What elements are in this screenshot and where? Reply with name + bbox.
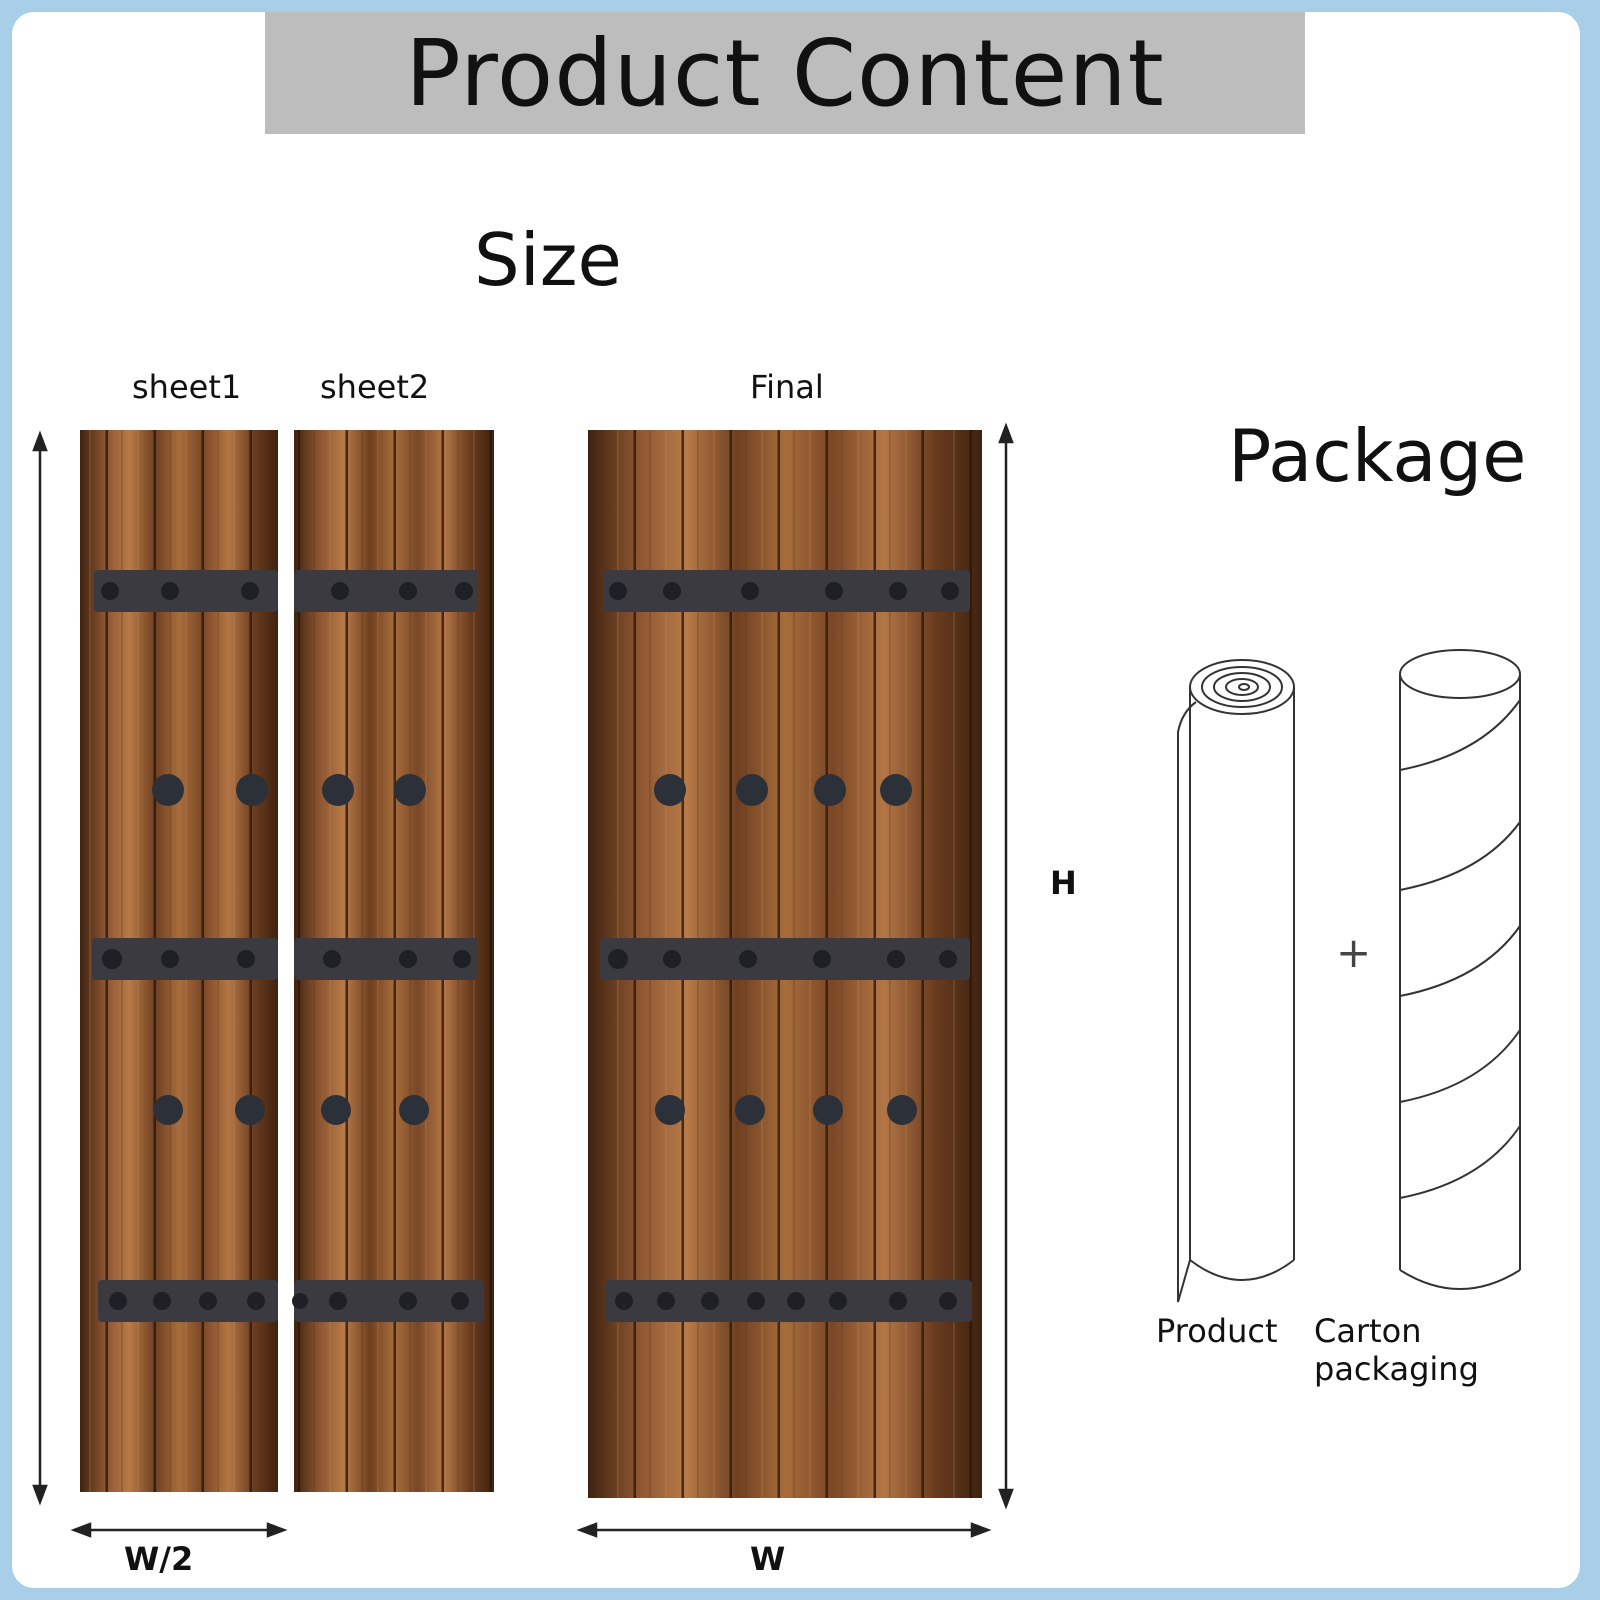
width-label: W bbox=[750, 1540, 786, 1578]
size-heading: Size bbox=[474, 218, 622, 302]
product-label: Product bbox=[1156, 1312, 1278, 1350]
illustration-layer bbox=[32, 422, 1521, 1538]
final-door-panel bbox=[588, 430, 982, 1498]
sheet2-label: sheet2 bbox=[320, 368, 430, 406]
plus-sign: + bbox=[1336, 928, 1372, 977]
height-arrows bbox=[32, 422, 1014, 1510]
title-banner: Product Content bbox=[265, 12, 1305, 134]
package-heading: Package bbox=[1228, 414, 1527, 498]
page-title: Product Content bbox=[405, 19, 1165, 127]
final-label: Final bbox=[750, 368, 824, 406]
width-arrows bbox=[70, 1522, 992, 1538]
carton-packaging-label: Carton packaging bbox=[1314, 1312, 1479, 1388]
roll-icon bbox=[1177, 659, 1295, 1303]
sheet1-label: sheet1 bbox=[132, 368, 242, 406]
tube-icon bbox=[1399, 649, 1521, 1290]
half-width-label: W/2 bbox=[124, 1540, 194, 1578]
height-label: H bbox=[1050, 864, 1077, 902]
page-frame: Product Content Size Package sheet1 shee… bbox=[12, 12, 1580, 1588]
sheet1-door-panel bbox=[80, 430, 278, 1492]
sheet2-door-panel bbox=[292, 430, 494, 1492]
